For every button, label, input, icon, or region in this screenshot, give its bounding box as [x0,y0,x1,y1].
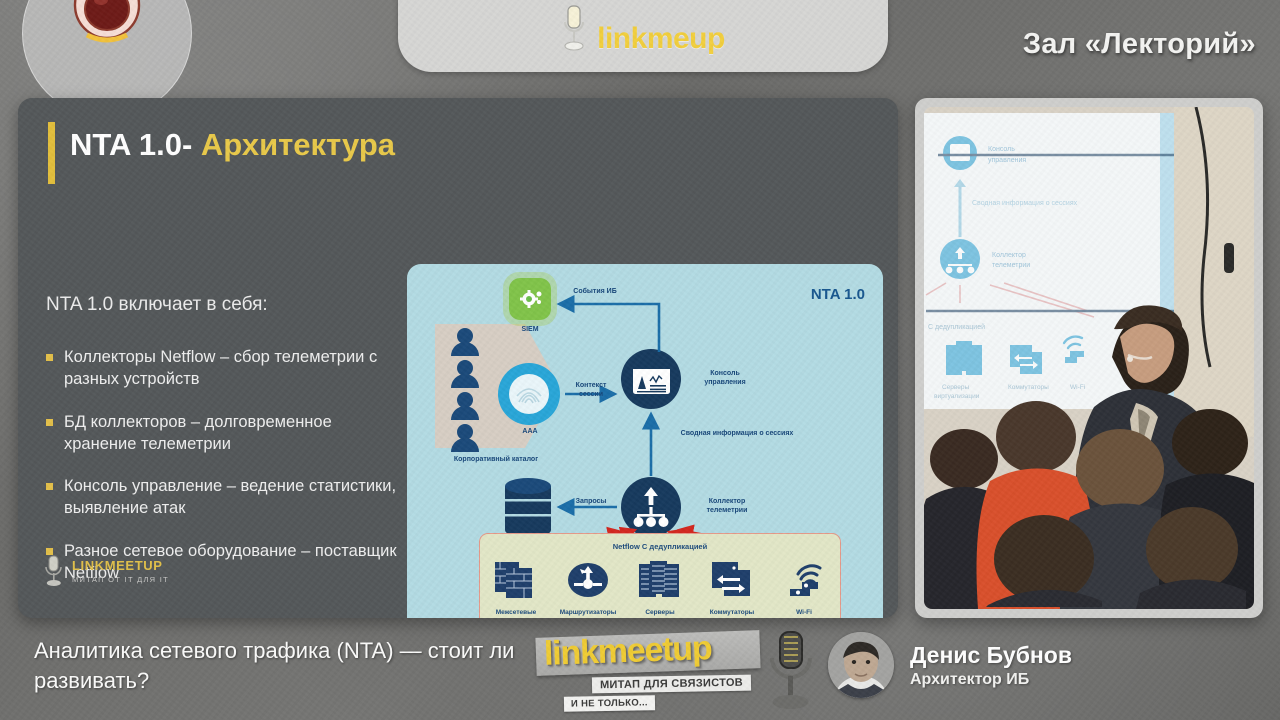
firewall-brick-icon [495,562,532,598]
architecture-diagram: NTA 1.0 [407,264,883,618]
diagram-title: NTA 1.0 [810,286,865,303]
wifi-access-point-icon [790,564,822,596]
netflow-source-box: Netflow С дедупликацией [479,533,841,618]
svg-text:Коллектор: Коллектор [992,252,1026,259]
diagram-label-siem: SIEM [521,326,539,333]
device-firewall: Межсетевые экраны [483,560,549,618]
device-switch: Коммутаторы [699,560,765,617]
svg-text:телеметрии: телеметрии [992,262,1030,269]
diagram-edge-context: Контекст сессии [575,382,607,398]
device-label: Wi-Fi [796,609,812,616]
svg-text:управления: управления [988,157,1026,164]
device-wifi: Wi-Fi [771,560,837,617]
diagram-label-collector: Коллектор телеметрии [706,498,748,514]
bullet-square-icon [46,418,53,426]
bullet-square-icon [46,547,53,555]
svg-text:Сводная информация о сессиях: Сводная информация о сессиях [972,200,1078,207]
bullet-square-icon [46,483,53,491]
fingerprint-icon [516,388,542,404]
speaker-role: Архитектор ИБ [910,670,1030,688]
diagram-edge-summary: Сводная информация о сессиях [680,430,794,437]
slide-title-main: NTA 1.0- [70,127,193,162]
list-item: Разное сетевое оборудование – поставщик … [46,540,398,585]
router-icon [568,563,608,597]
video-feed-image: Консоль управления Сводная информация о … [924,107,1254,609]
hall-label: Зал «Лекторий» [1022,28,1256,60]
gear-shield-icon [520,290,542,308]
svg-text:Серверы: Серверы [942,384,970,391]
device-router: Маршрутизаторы [555,560,621,617]
svg-text:С дедупликацией: С дедупликацией [928,323,985,331]
collector-node-icon [633,487,669,527]
device-label: Серверы виртуализации [635,609,684,618]
speaker-info: Денис Бубнов Архитектор ИБ [828,632,1072,698]
netflow-box-title: Netflow С дедупликацией [612,542,708,551]
svg-text:Консоль: Консоль [988,146,1015,153]
bullet-text: БД коллекторов – долговременное хранение… [64,412,332,453]
bottom-brand-word: linkmeetup [543,629,713,673]
svg-text:Коммутаторы: Коммутаторы [1008,384,1049,391]
slide-footer-tagline: МИТАП ОТ IT ДЛЯ IT [72,575,170,584]
avatar [828,632,894,698]
server-rack-icon [639,561,679,597]
diagram-label-catalog: Корпоративный каталог [453,456,539,463]
edge-events [556,294,661,352]
bottom-brand-sub1: МИТАП ДЛЯ СВЯЗИСТОВ [591,674,752,694]
title-accent-bar [48,122,55,184]
list-item: Консоль управление – ведение статистики,… [46,475,398,520]
svg-text:Wi-Fi: Wi-Fi [1070,384,1085,391]
bottom-brand-logo: linkmeetup МИТАП ДЛЯ СВЯЗИСТОВ И НЕ ТОЛЬ… [535,626,812,718]
microphone-icon [564,5,585,51]
bullet-text: Консоль управление – ведение статистики,… [64,477,397,518]
device-label: Межсетевые экраны [495,609,537,618]
slide-title-accent: Архитектура [192,127,396,162]
user-person-icons [451,328,479,452]
bullet-text: Коллекторы Netflow – сбор телеметрии с р… [64,348,378,389]
slide-footer-logo: LINKMEETUP МИТАП ОТ IT ДЛЯ IT [44,554,169,588]
diagram-label-aaa: ААА [522,428,538,435]
microphone-icon [45,555,62,586]
slide-bullet-list: Коллекторы Netflow – сбор телеметрии с р… [46,346,398,604]
slide-intro-text: NTA 1.0 включает в себя: [46,294,268,315]
device-servers: Серверы виртуализации [627,560,693,618]
astronaut-mascot-icon [73,0,141,43]
header-brand-text: linkmeup [597,22,725,55]
device-row: Межсетевые экраны Маршрути [480,560,840,618]
slide-footer-brand: LINKMEETUP [72,558,163,573]
video-feed-panel[interactable]: Консоль управления Сводная информация о … [915,98,1263,618]
dashboard-icon [633,364,670,394]
device-label: Маршрутизаторы [559,609,617,616]
list-item: Коллекторы Netflow – сбор телеметрии с р… [46,346,398,391]
bottom-brand-sub2: И НЕ ТОЛЬКО... [563,695,655,712]
bullet-text: Разное сетевое оборудование – поставщик … [64,541,397,582]
audience [924,401,1254,609]
speaker-name: Денис Бубнов [910,641,1072,668]
microphone-icon [770,631,812,709]
talk-title: Аналитика сетевого трафика (NTA) — стоит… [34,638,515,693]
database-cylinder-icon [505,478,551,538]
slide-title: NTA 1.0- Архитектура [70,127,395,163]
diagram-label-console: Консоль управления [704,370,746,386]
bottom-info-bar: Аналитика сетевого трафика (NTA) — стоит… [0,620,1280,720]
svg-text:виртуализации: виртуализации [934,393,980,400]
bullet-square-icon [46,354,53,361]
diagram-edge-events: События ИБ [573,288,617,295]
switch-icon [712,562,750,596]
slide-panel: NTA 1.0- Архитектура NTA 1.0 включает в … [18,98,898,618]
list-item: БД коллекторов – долговременное хранение… [46,411,398,456]
device-label: Коммутаторы [709,609,755,616]
header-brand-panel: linkmeup [398,0,888,72]
diagram-edge-queries: Запросы [575,498,607,505]
